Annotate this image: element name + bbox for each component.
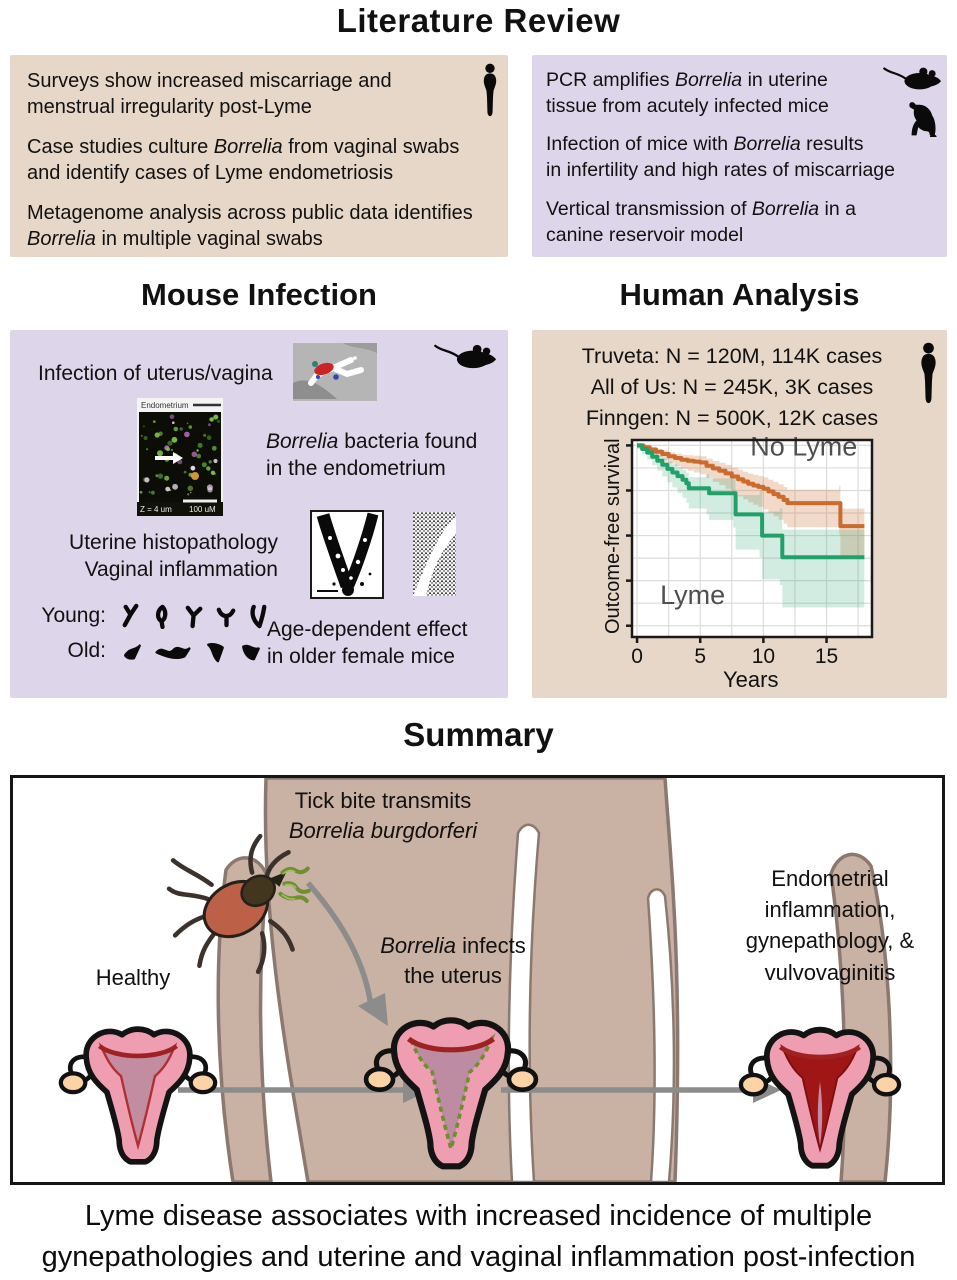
uterus-inflamed-illustration [738,1003,902,1175]
endometrium-micrograph: Endometrium Z = 4 um 100 uM [137,398,223,516]
svg-text:Z = 4 um: Z = 4 um [140,505,172,514]
summary-heading: Summary [403,716,554,753]
old-uterus-glyphs: Old: [34,638,262,663]
lit-human-paragraph-2: Case studies culture Borrelia from vagin… [27,135,460,185]
cohort-stats: Truveta: N = 120M, 114K cases All of Us:… [532,341,932,435]
woman-icon [480,63,500,117]
histology-image-1 [310,510,384,599]
young-label: Young: [41,603,106,627]
mouse-infection-panel: Infection of uterus/vagina [10,330,508,698]
cohort-truveta: Truveta: N = 120M, 114K cases [581,344,883,368]
human-analysis-panel: Truveta: N = 120M, 114K cases All of Us:… [532,330,947,698]
section-heading-mouse-infection: Mouse Infection [141,277,377,312]
curved-arrow [305,881,374,1007]
svg-text:10: 10 [752,645,775,668]
cohort-finngen: Finngen: N = 500K, 12K cases [585,406,879,431]
uterus-gross-image [293,343,377,401]
section-heading-human-analysis: Human Analysis [619,277,860,312]
svg-text:Years: Years [723,667,778,690]
svg-text:0: 0 [631,645,643,668]
svg-text:Lyme: Lyme [660,580,725,610]
svg-text:Endometrium: Endometrium [141,401,189,410]
woman-icon [917,342,940,404]
uterus-healthy-illustration [58,1003,218,1171]
svg-text:15: 15 [815,645,838,668]
tick-icon [165,826,327,988]
figure-caption: Lyme disease associates with increased i… [41,1200,916,1273]
cohort-allofus: All of Us: N = 245K, 3K cases [590,375,874,400]
young-uterus-glyphs: Young: [34,602,270,629]
lit-human-paragraph-3: Metagenome analysis across public data i… [27,201,473,250]
mouse-icon [434,340,496,372]
infection-label: Infection of uterus/vagina [38,362,273,385]
figure-title: Literature Review [336,2,621,39]
dog-icon [905,99,938,137]
svg-text:5: 5 [694,645,706,668]
svg-text:No Lyme: No Lyme [750,432,857,461]
old-label: Old: [67,638,106,662]
healthy-label: Healthy [95,965,171,990]
mouse-icon [883,63,941,93]
histology-image-2 [413,512,456,596]
uterus-infected-illustration [363,991,539,1177]
svg-text:100 uM: 100 uM [189,505,216,514]
